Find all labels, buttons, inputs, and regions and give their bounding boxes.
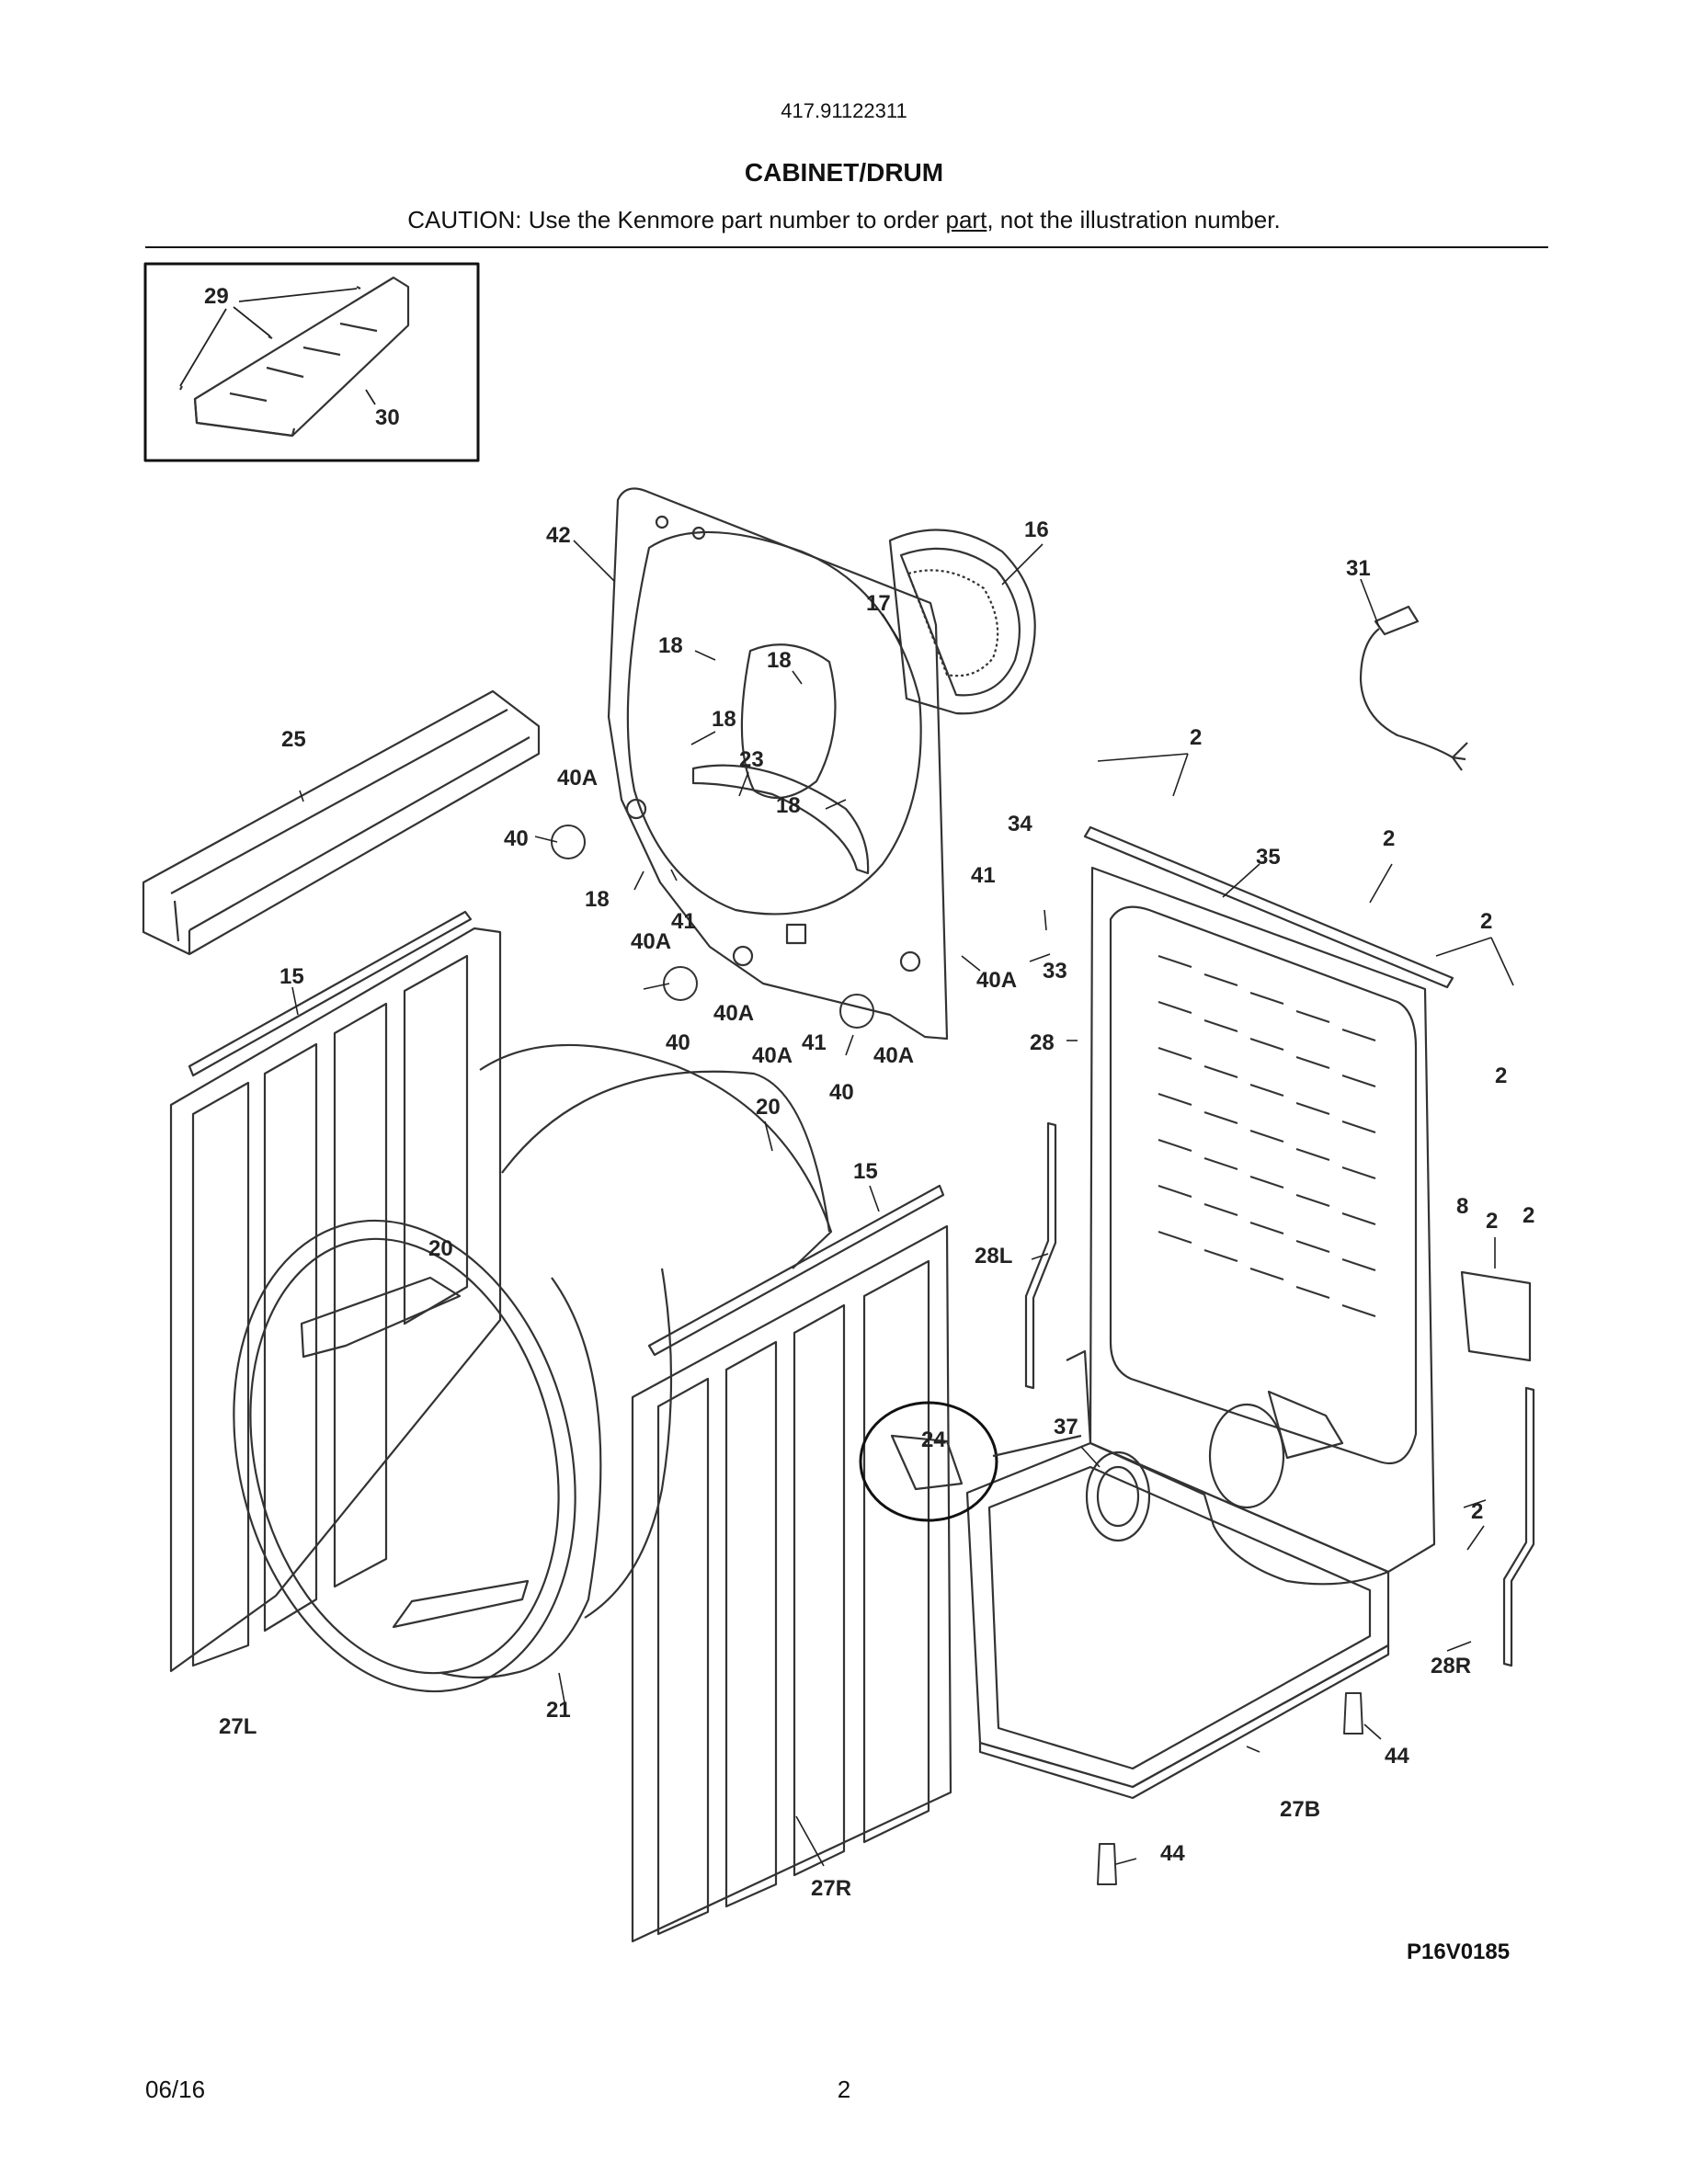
label-29: 29 xyxy=(204,284,229,309)
label-15a: 15 xyxy=(279,964,304,989)
leveling-legs xyxy=(1097,1692,1363,1885)
label-28: 28 xyxy=(1030,1030,1055,1055)
label-41-2: 41 xyxy=(802,1030,827,1055)
lint-housing-part xyxy=(888,529,1036,715)
page-number: 2 xyxy=(837,2076,851,2103)
power-cord-part xyxy=(1359,605,1468,771)
rear-panel-part xyxy=(1066,866,1436,1586)
label-15b: 15 xyxy=(853,1159,878,1184)
label-16: 16 xyxy=(1024,518,1049,542)
label-2c: 2 xyxy=(1480,909,1492,934)
page-title: CABINET/DRUM xyxy=(744,158,944,187)
label-28l: 28L xyxy=(975,1244,1012,1268)
label-40-3: 40 xyxy=(829,1080,854,1105)
caution-prefix: CAUTION: Use the Kenmore part number to … xyxy=(407,206,946,233)
label-31: 31 xyxy=(1346,556,1371,581)
header-rule xyxy=(145,246,1548,248)
base-part xyxy=(965,1441,1390,1800)
label-2a: 2 xyxy=(1190,725,1202,750)
bracket-28r-part xyxy=(1502,1386,1535,1667)
caution-note: CAUTION: Use the Kenmore part number to … xyxy=(0,206,1688,234)
seal-strip-left xyxy=(188,910,473,1077)
label-2g: 2 xyxy=(1471,1499,1483,1524)
label-20b: 20 xyxy=(428,1236,453,1261)
drum-part xyxy=(233,1043,833,1693)
label-35: 35 xyxy=(1256,845,1281,870)
label-40a-2: 40A xyxy=(631,929,671,954)
drum-rollers xyxy=(551,825,874,1029)
rear-panel-strip-part xyxy=(1083,825,1454,989)
label-21: 21 xyxy=(546,1698,571,1723)
footer-date: 06/16 xyxy=(145,2076,206,2103)
label-18e: 18 xyxy=(585,887,610,912)
label-2d: 2 xyxy=(1495,1064,1507,1088)
label-2f: 2 xyxy=(1523,1203,1534,1228)
rear-bulkhead-part xyxy=(607,487,949,1041)
inset-leader-lines xyxy=(179,288,376,405)
caution-part-link[interactable]: part xyxy=(945,206,987,233)
label-37: 37 xyxy=(1054,1415,1078,1439)
label-40-1: 40 xyxy=(504,826,529,851)
label-40a-1: 40A xyxy=(557,766,598,791)
label-27l: 27L xyxy=(219,1714,257,1739)
blower-housing-part xyxy=(1085,1450,1151,1542)
access-cover-part xyxy=(1460,1270,1532,1362)
right-side-panel-part xyxy=(631,1224,952,1943)
label-40a-4: 40A xyxy=(752,1043,793,1068)
label-41-1: 41 xyxy=(671,909,696,934)
part-labels: 29 30 42 16 31 17 18 18 18 18 18 23 25 4… xyxy=(204,284,1534,1901)
label-18b: 18 xyxy=(767,648,792,673)
label-44b: 44 xyxy=(1160,1841,1185,1866)
label-40a-3: 40A xyxy=(713,1001,754,1026)
label-17: 17 xyxy=(866,591,891,616)
model-number: 417.91122311 xyxy=(781,99,907,122)
lint-deflector-part xyxy=(179,276,410,438)
leader-lines xyxy=(291,540,1514,1867)
label-41-3: 41 xyxy=(971,863,996,888)
label-40-2: 40 xyxy=(666,1030,690,1055)
label-25: 25 xyxy=(281,727,306,752)
label-30: 30 xyxy=(375,405,400,430)
left-side-panel-part xyxy=(169,927,502,1673)
label-33: 33 xyxy=(1043,959,1067,984)
label-18a: 18 xyxy=(658,633,683,658)
label-28r: 28R xyxy=(1431,1654,1471,1678)
label-2b: 2 xyxy=(1383,826,1395,851)
label-18d: 18 xyxy=(776,793,801,818)
top-rail-part xyxy=(142,689,541,956)
zoom-callout xyxy=(859,1401,1082,1522)
label-42: 42 xyxy=(546,523,571,548)
label-40a-6: 40A xyxy=(976,968,1017,993)
seal-strip-right xyxy=(647,1184,945,1357)
diagram-code: P16V0185 xyxy=(1407,1939,1511,1964)
label-27b: 27B xyxy=(1280,1797,1320,1822)
label-2e: 2 xyxy=(1486,1209,1498,1234)
label-8: 8 xyxy=(1456,1194,1468,1219)
label-44a: 44 xyxy=(1385,1744,1409,1769)
bracket-28l-part xyxy=(1024,1121,1057,1390)
label-23: 23 xyxy=(739,747,764,772)
label-18c: 18 xyxy=(712,707,736,732)
inset-box xyxy=(143,262,480,462)
label-24: 24 xyxy=(921,1428,946,1452)
rear-panel-vents xyxy=(1158,955,1376,1317)
label-40a-5: 40A xyxy=(873,1043,914,1068)
caution-suffix: , not the illustration number. xyxy=(987,206,1281,233)
label-27r: 27R xyxy=(811,1876,851,1901)
label-34: 34 xyxy=(1008,812,1032,836)
label-20a: 20 xyxy=(756,1095,781,1120)
